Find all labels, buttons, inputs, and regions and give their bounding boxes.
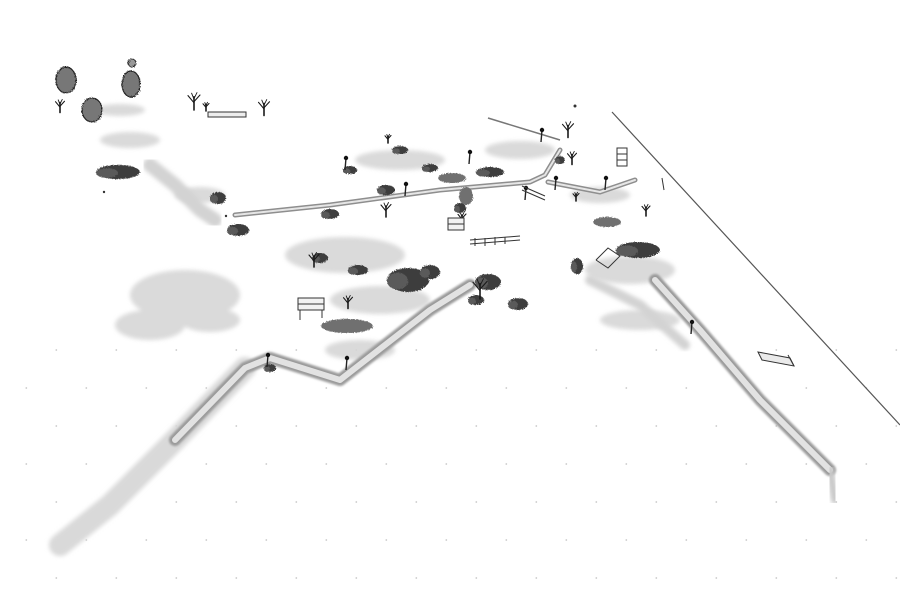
ponds xyxy=(321,173,621,333)
tree xyxy=(308,252,320,268)
tree xyxy=(202,101,210,112)
bush xyxy=(387,268,429,292)
tree xyxy=(187,92,201,111)
bush xyxy=(555,156,565,164)
tree xyxy=(566,150,578,166)
bush xyxy=(508,298,528,310)
bush xyxy=(468,295,484,305)
pond xyxy=(321,319,373,333)
bush xyxy=(616,242,660,258)
pond xyxy=(438,173,466,183)
lamp-post xyxy=(553,175,559,191)
lamp-post xyxy=(403,181,409,197)
bush xyxy=(321,209,339,219)
bushes xyxy=(96,146,660,372)
lamp-post xyxy=(467,149,473,165)
pond xyxy=(593,217,621,227)
structures xyxy=(207,111,795,367)
boundary-line xyxy=(611,111,900,426)
tree xyxy=(641,203,651,217)
lamp-post xyxy=(344,355,350,371)
bush xyxy=(210,192,226,204)
lamp-post xyxy=(689,319,695,335)
lamp-post xyxy=(539,127,545,143)
bush xyxy=(476,167,504,177)
bush xyxy=(392,146,408,154)
bush xyxy=(422,164,438,172)
lamp-post xyxy=(265,352,271,368)
footpaths xyxy=(49,147,839,556)
shed xyxy=(757,351,795,367)
bush xyxy=(227,224,249,236)
fence xyxy=(469,235,521,246)
bench xyxy=(297,297,325,320)
cloud xyxy=(55,66,77,94)
tree xyxy=(257,99,271,117)
lamp-post xyxy=(603,175,609,191)
cloud xyxy=(127,58,137,68)
tree xyxy=(380,202,392,218)
cloud xyxy=(81,97,103,123)
bush xyxy=(420,265,440,279)
tree xyxy=(572,191,580,202)
pond xyxy=(459,187,473,205)
bush xyxy=(454,203,466,213)
tree xyxy=(384,133,392,144)
tree xyxy=(342,295,354,310)
bush xyxy=(571,258,583,274)
tree xyxy=(54,98,66,114)
bench xyxy=(207,111,247,118)
tree xyxy=(561,121,575,139)
fence xyxy=(595,247,621,269)
fence-line xyxy=(487,117,561,141)
fence xyxy=(521,185,546,201)
bush xyxy=(348,265,368,275)
lamp-post xyxy=(343,155,349,171)
bush xyxy=(475,274,501,290)
bush xyxy=(377,185,395,195)
cloud xyxy=(121,70,141,98)
trees xyxy=(54,92,651,310)
tree xyxy=(472,278,488,300)
clouds xyxy=(55,58,141,123)
ground-patches xyxy=(95,104,680,360)
markers xyxy=(102,104,577,218)
bush xyxy=(96,165,140,179)
bench xyxy=(447,217,465,231)
lamp-posts xyxy=(265,127,695,371)
play-structure xyxy=(616,147,665,191)
bush xyxy=(264,364,276,372)
